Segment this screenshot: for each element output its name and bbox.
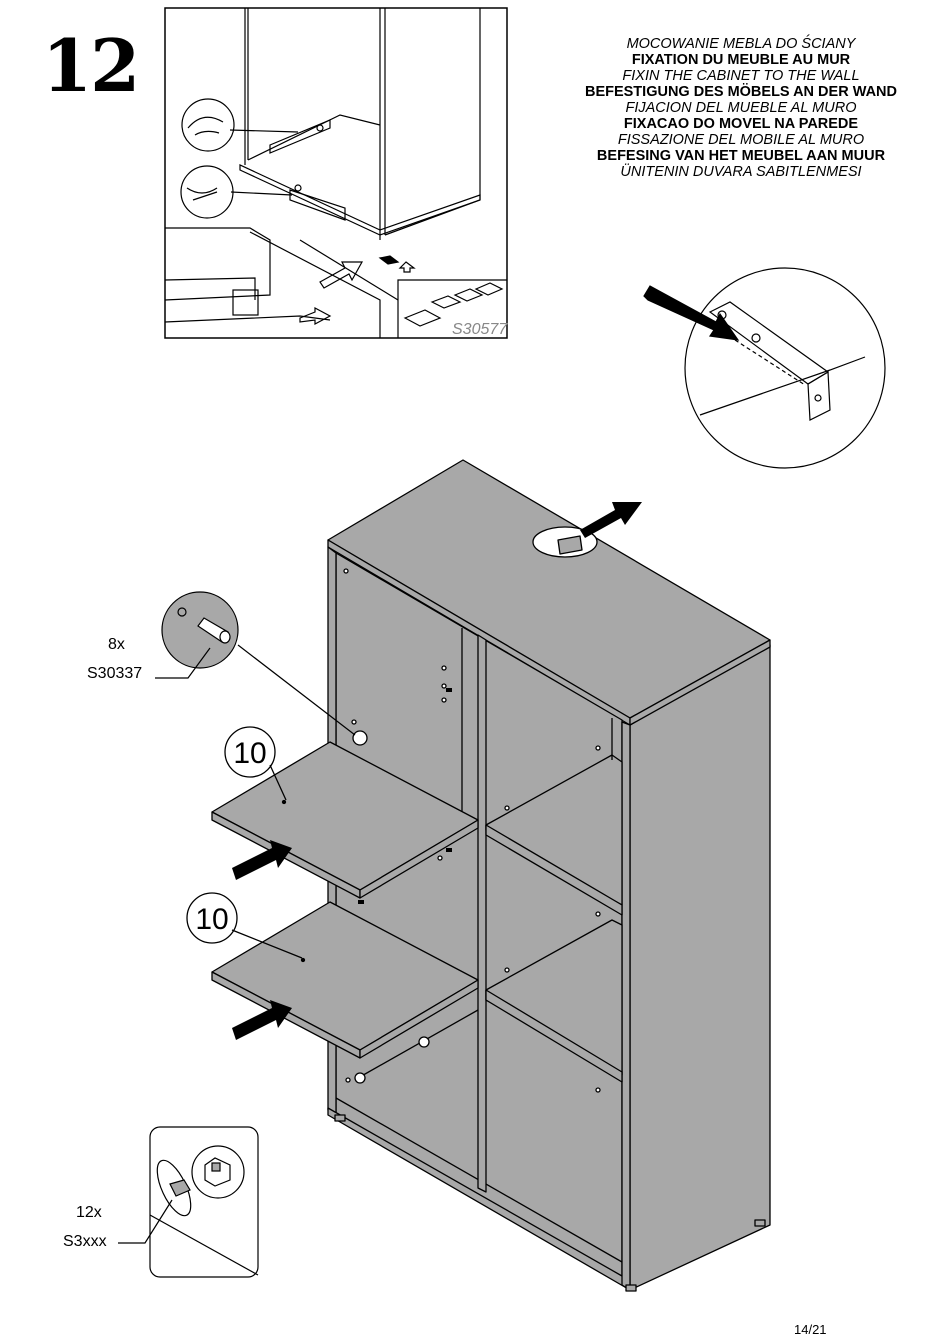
wall-bracket-detail (643, 267, 886, 469)
shelf-lower-number: 10 (195, 903, 228, 936)
title-pl: MOCOWANIE MEBLA DO ŚCIANY (626, 36, 856, 52)
title-it: FISSAZIONE DEL MOBILE AL MURO (617, 132, 865, 148)
title-de: BEFESTIGUNG DES MÖBELS AN DER WAND (584, 84, 898, 100)
title-fr: FIXATION DU MEUBLE AU MUR (631, 52, 851, 68)
push-arrow-shelf-upper (232, 840, 292, 880)
connector-part-code: S3xxx (63, 1233, 107, 1250)
shelf-pin-detail (155, 591, 356, 736)
connector-quantity: 12x (76, 1204, 102, 1221)
step-title-list: MOCOWANIE MEBLA DO ŚCIANY FIXATION DU ME… (560, 36, 922, 180)
pin-part-code: S30337 (87, 665, 143, 682)
connector-detail (118, 1126, 259, 1278)
cabinet (327, 459, 771, 1292)
title-en: FIXIN THE CABINET TO THE WALL (622, 68, 860, 84)
shelf-upper-number: 10 (233, 737, 266, 770)
push-arrow-shelf-lower (232, 1000, 292, 1040)
title-tr: ÜNITENIN DUVARA SABITLENMESI (620, 164, 862, 180)
title-nl: BEFESING VAN HET MEUBEL AAN MUUR (596, 148, 886, 164)
page-number: 14/21 (794, 1322, 827, 1337)
push-arrow-top (580, 502, 642, 538)
pin-quantity: 8x (108, 636, 125, 653)
title-es: FIJACION DEL MUEBLE AL MURO (625, 100, 857, 116)
title-pt: FIXACAO DO MOVEL NA PAREDE (623, 116, 859, 132)
inset-part-code: S30577 (452, 321, 508, 338)
shelf-number-callouts (186, 726, 303, 959)
step-number: 12 (42, 23, 140, 108)
wall-fixing-inset (164, 7, 508, 339)
